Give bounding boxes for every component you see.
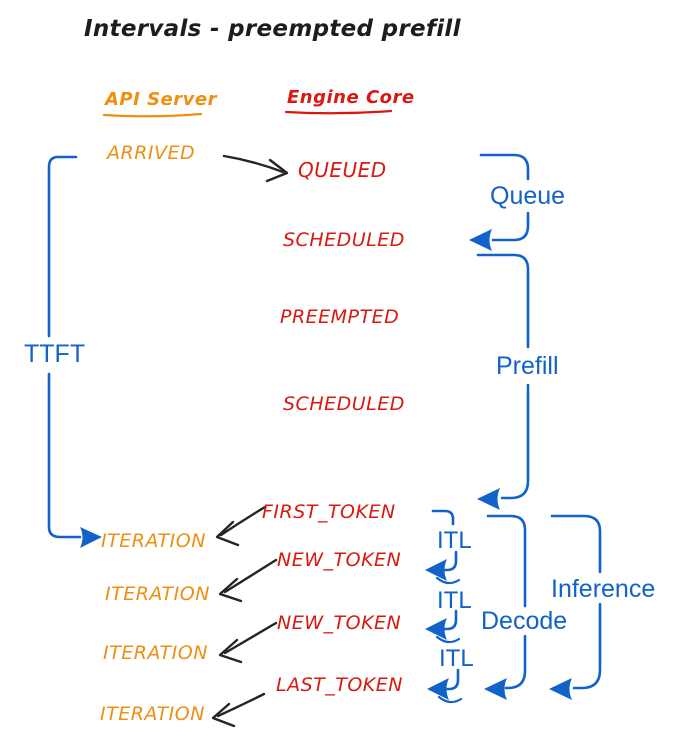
ttft-bracket-arrow [47, 155, 102, 548]
event-scheduled-1: SCHEDULED [283, 229, 405, 251]
event-iteration-1: ITERATION [101, 530, 206, 552]
interval-itl-label-1: ITL [437, 527, 472, 554]
event-queued: QUEUED [298, 158, 387, 182]
itl-hook-arrow-1 [425, 550, 461, 585]
new-token2-to-iteration-arrow [218, 621, 278, 664]
interval-queue-label: Queue [490, 182, 566, 210]
interval-ttft-label: TTFT [24, 340, 86, 368]
api-server-column-header: API Server [105, 89, 217, 110]
event-last-token: LAST_TOKEN [276, 674, 403, 696]
event-new-token-1: NEW_TOKEN [277, 549, 402, 571]
first-token-to-iteration-arrow [215, 505, 267, 547]
interval-decode-label: Decode [481, 607, 568, 635]
diagram-title: Intervals - preempted prefill [84, 16, 461, 42]
inference-bracket-arrow [549, 514, 602, 700]
api-server-underline [102, 112, 203, 118]
event-iteration-4: ITERATION [100, 703, 205, 725]
event-new-token-2: NEW_TOKEN [277, 612, 402, 634]
new-token1-to-iteration-arrow [218, 558, 278, 603]
last-token-to-iteration-arrow [211, 692, 266, 728]
itl-hook-arrow-3 [427, 668, 463, 704]
engine-core-column-header: Engine Core [287, 87, 415, 108]
event-iteration-3: ITERATION [103, 642, 208, 664]
event-first-token: FIRST_TOKEN [262, 501, 396, 523]
event-iteration-2: ITERATION [105, 583, 210, 605]
decode-bracket-arrow [484, 514, 527, 700]
interval-inference-label: Inference [551, 575, 656, 603]
engine-core-underline [284, 109, 393, 115]
interval-itl-label-2: ITL [437, 587, 472, 614]
interval-prefill-label: Prefill [496, 352, 559, 380]
arrived-to-queued-arrow [222, 154, 289, 183]
event-preempted: PREEMPTED [280, 306, 400, 328]
interval-itl-label-3: ITL [439, 645, 474, 672]
event-scheduled-2: SCHEDULED [283, 393, 405, 415]
itl-hook-arrow-2 [425, 609, 461, 644]
prefill-bracket-arrow [476, 253, 530, 510]
itl-bracket-top [431, 509, 455, 526]
queue-bracket-arrow [469, 153, 530, 251]
event-arrived: ARRIVED [107, 142, 196, 164]
